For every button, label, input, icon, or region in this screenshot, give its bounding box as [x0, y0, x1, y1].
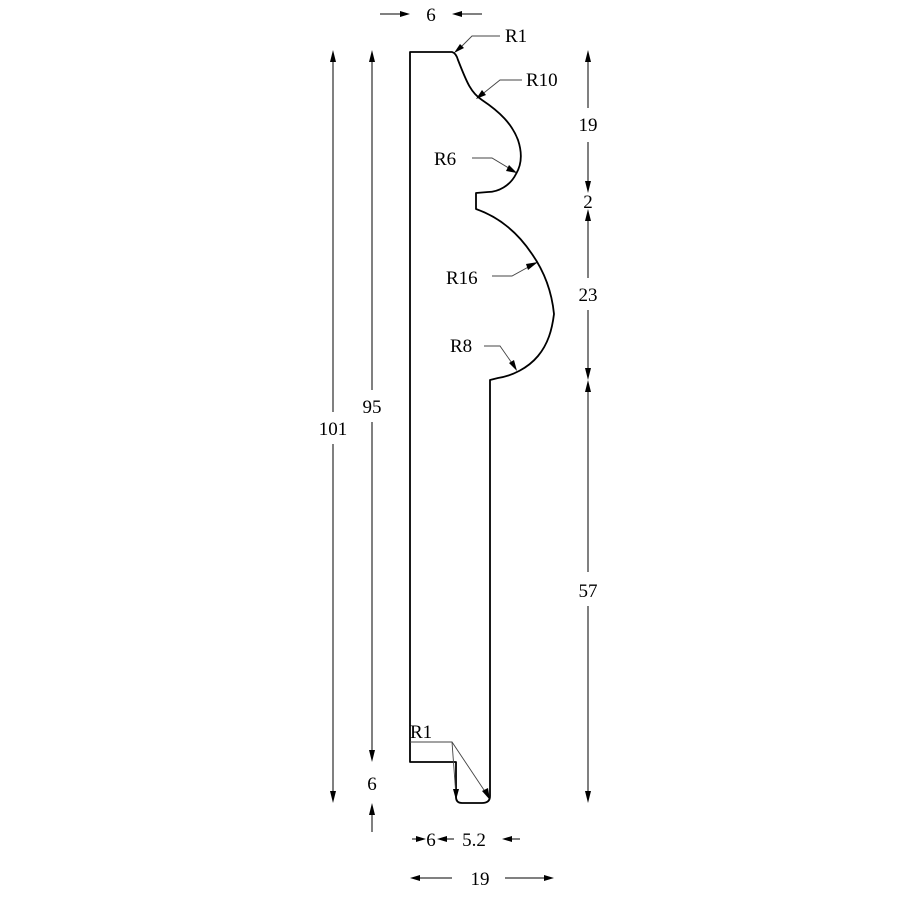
bottom-offset-dimension: 6: [367, 774, 377, 832]
overall-width-dimension: 19: [410, 869, 554, 890]
segment-gap-label: 2: [583, 192, 593, 213]
top-width-dimension: 6: [380, 5, 482, 26]
radius-upper-bead-callout: R6: [434, 149, 517, 173]
segment-middle-label: 23: [579, 285, 598, 306]
radius-bottom-corner-callout: R1: [410, 722, 490, 800]
moulding-profile-outline: [409, 51, 555, 804]
radius-top-corner-callout: R1: [454, 26, 527, 53]
radius-top-corner-label: R1: [505, 26, 527, 47]
overall-height-label: 101: [319, 419, 348, 440]
radius-main-bead-callout: R16: [446, 262, 538, 289]
radius-main-bead-label: R16: [446, 268, 478, 289]
overall-height-dimension: 101: [319, 50, 348, 803]
radius-bottom-corner-label: R1: [410, 722, 432, 743]
body-height-dimension: 95: [363, 50, 382, 762]
top-width-label: 6: [426, 5, 436, 26]
overall-width-label: 19: [471, 869, 490, 890]
body-height-label: 95: [363, 397, 382, 418]
bottom-groove-dimensions: 6 5.2: [412, 830, 520, 851]
radius-lower-cove-label: R8: [450, 336, 472, 357]
radius-lower-cove-callout: R8: [450, 336, 517, 371]
bottom-groove-label: 5.2: [462, 830, 486, 851]
segment-lower-label: 57: [579, 581, 598, 602]
bottom-step-label: 6: [426, 830, 436, 851]
segment-upper-label: 19: [579, 115, 598, 136]
bottom-offset-label: 6: [367, 774, 377, 795]
radius-upper-cove-label: R10: [526, 70, 558, 91]
radius-upper-cove-callout: R10: [476, 70, 558, 99]
right-segment-dimensions: 19 2 23 57: [579, 50, 598, 803]
radius-upper-bead-label: R6: [434, 149, 456, 170]
